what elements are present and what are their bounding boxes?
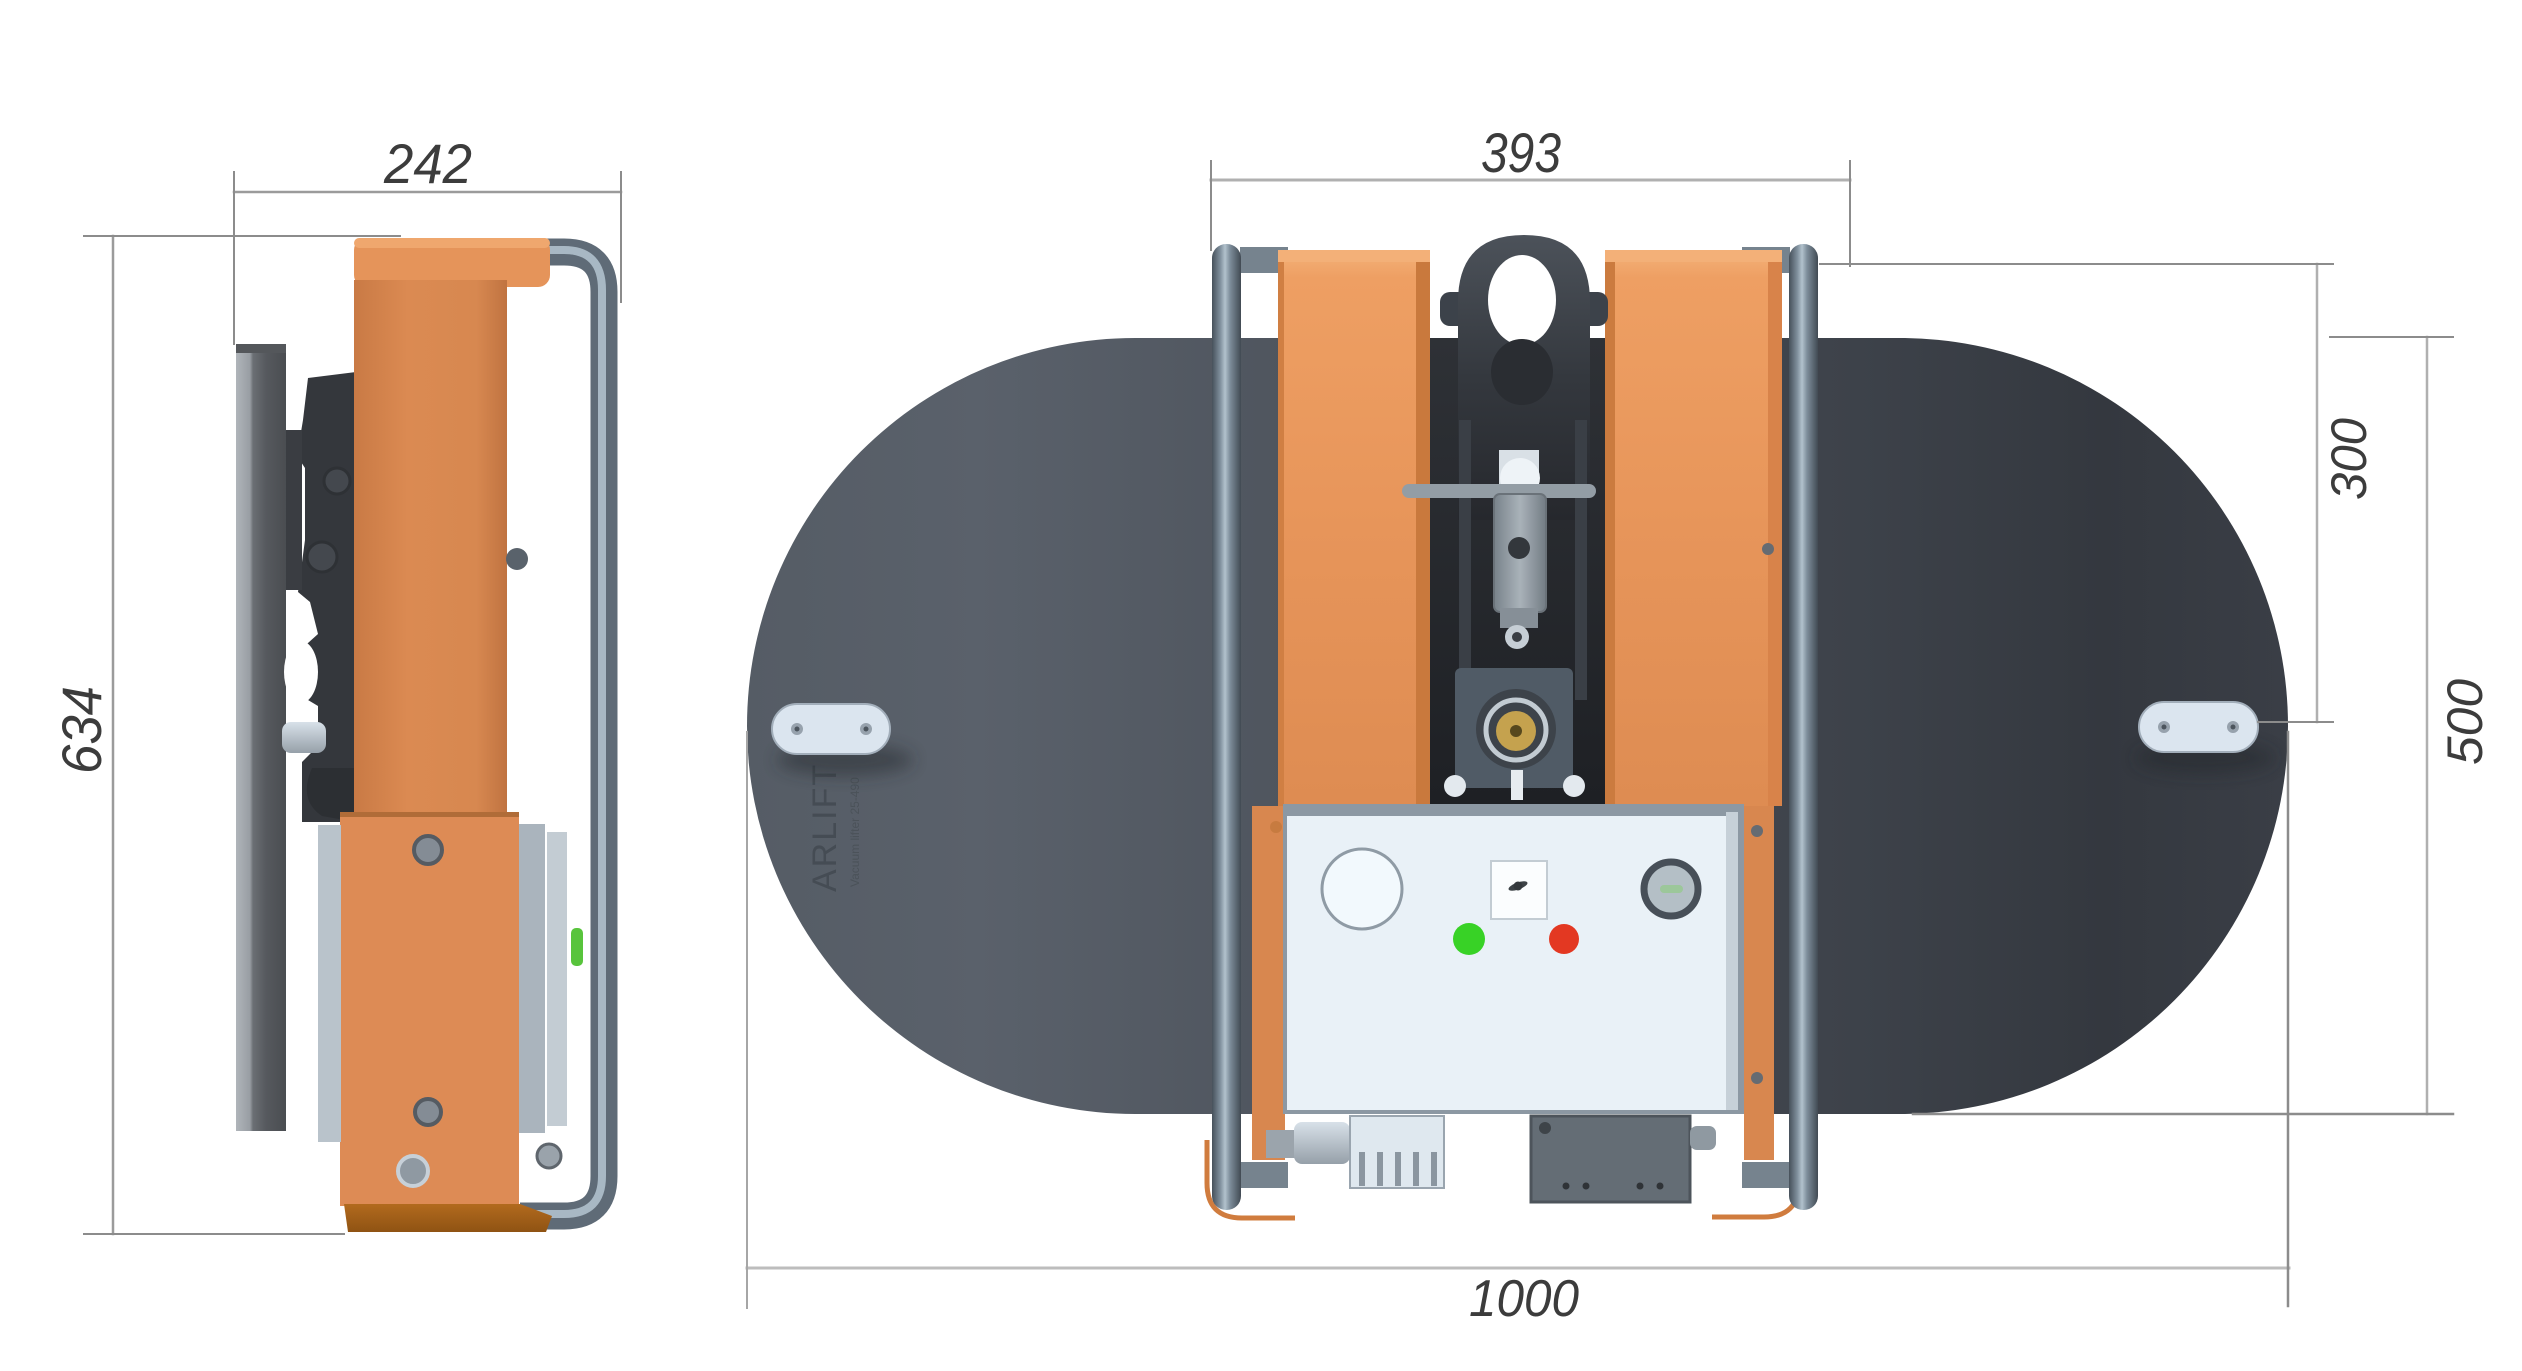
svg-text:ARLIFT: ARLIFT bbox=[806, 763, 844, 892]
svg-text:242: 242 bbox=[383, 132, 472, 195]
svg-text:300: 300 bbox=[2321, 418, 2377, 500]
svg-text:Vacuum lifter 25-490: Vacuum lifter 25-490 bbox=[848, 777, 862, 887]
svg-text:634: 634 bbox=[50, 686, 113, 774]
svg-text:1000: 1000 bbox=[1469, 1270, 1579, 1328]
svg-text:393: 393 bbox=[1481, 121, 1561, 184]
svg-text:500: 500 bbox=[2437, 679, 2493, 765]
